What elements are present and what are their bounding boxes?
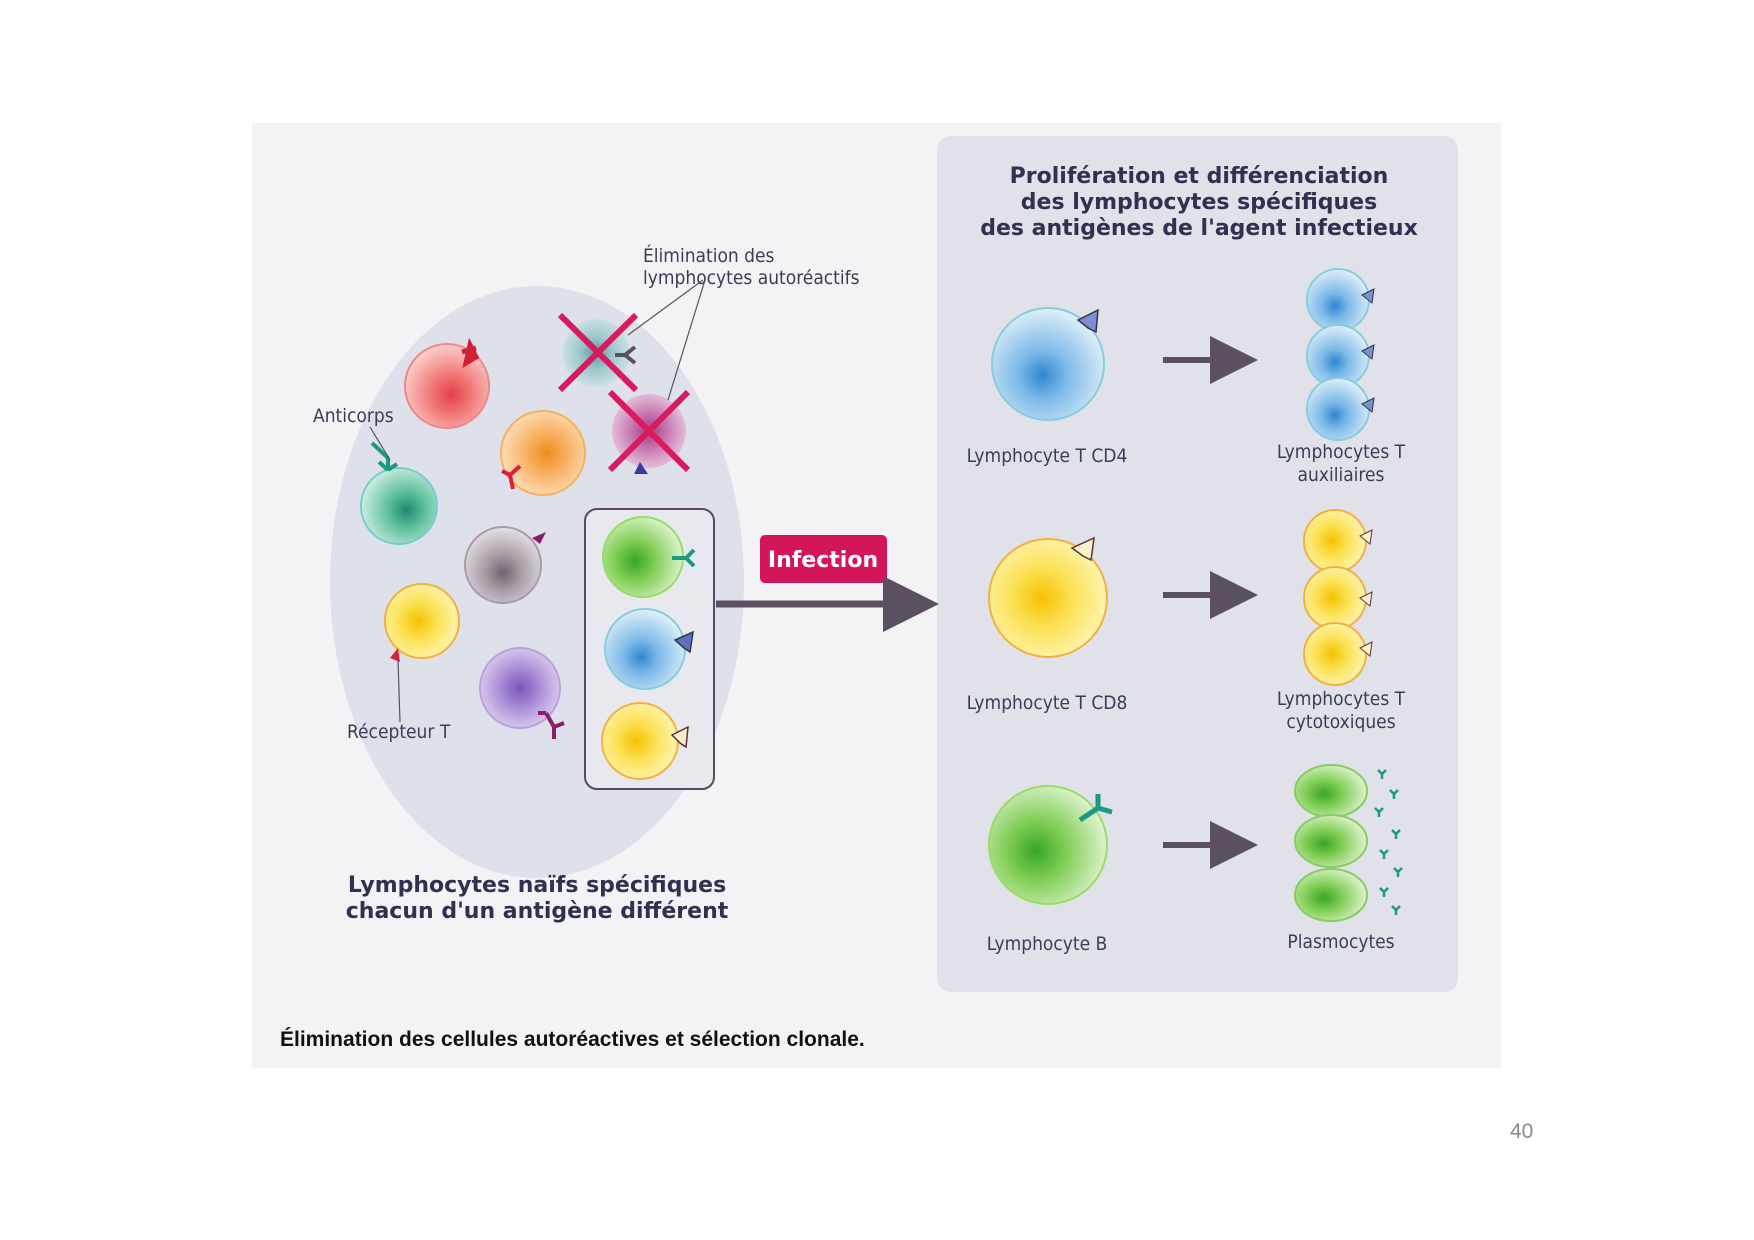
- selected-cell-yellow: [601, 702, 689, 780]
- cell-teal: [360, 441, 438, 545]
- page-number: 40: [1510, 1120, 1534, 1143]
- naive-caption-line1: Lymphocytes naïfs spécifiques: [348, 873, 726, 898]
- cd8-cell: [988, 536, 1108, 658]
- right-title-line1: Prolifération et différenciation: [1010, 164, 1389, 189]
- eliminated-cell-1: [557, 312, 639, 393]
- plasma-cells: [1294, 764, 1403, 922]
- cd4-label: Lymphocyte T CD4: [967, 445, 1128, 467]
- eliminated-cell-2: [607, 389, 691, 474]
- b-cell: [988, 785, 1113, 905]
- cytotoxic-label-line1: Lymphocytes T: [1277, 688, 1406, 710]
- cell-purple: [479, 647, 565, 739]
- elimination-label-line2: lymphocytes autoréactifs: [643, 267, 860, 289]
- proliferation-arrows: [1163, 336, 1258, 869]
- cross-icon: [607, 389, 691, 473]
- right-title-line2: des lymphocytes spécifiques: [1021, 190, 1377, 215]
- antibody-label: Anticorps: [313, 405, 394, 427]
- helper-label-line2: auxiliaires: [1298, 464, 1385, 486]
- cd4-cell: [991, 307, 1105, 421]
- b-cell-label: Lymphocyte B: [987, 933, 1108, 955]
- receptor-leader-line: [397, 659, 401, 723]
- t-receptor-label: Récepteur T: [347, 721, 451, 743]
- cytotoxic-t-cells: [1303, 509, 1373, 686]
- antibody-leader-line: [369, 426, 391, 461]
- cytotoxic-label-line2: cytotoxiques: [1286, 711, 1395, 733]
- helper-label-line1: Lymphocytes T: [1277, 441, 1406, 463]
- helper-t-cells: [1306, 268, 1375, 441]
- selected-cell-green: [602, 516, 696, 598]
- cd8-label: Lymphocyte T CD8: [967, 692, 1128, 714]
- cross-icon: [557, 312, 639, 393]
- cell-orange: [500, 410, 586, 496]
- figure-caption: Élimination des cellules autoréactives e…: [280, 1028, 865, 1051]
- infection-label: Infection: [768, 548, 878, 573]
- cell-yellow: [384, 583, 460, 723]
- right-title-line3: des antigènes de l'agent infectieux: [980, 216, 1418, 241]
- naive-caption-line2: chacun d'un antigène différent: [346, 899, 729, 924]
- selected-cell-blue: [604, 608, 694, 690]
- elimination-label-line1: Élimination des: [643, 244, 775, 267]
- cell-gray: [464, 526, 546, 604]
- plasma-label: Plasmocytes: [1287, 931, 1394, 953]
- infection-badge: [760, 535, 887, 583]
- cell-red: [404, 337, 490, 429]
